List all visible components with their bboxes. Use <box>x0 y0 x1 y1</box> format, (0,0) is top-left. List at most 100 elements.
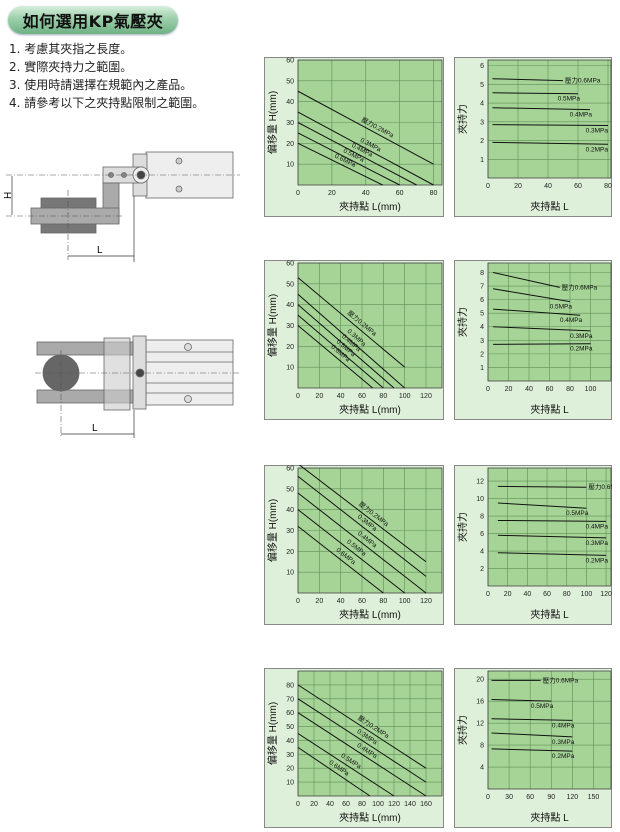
plot-area <box>298 671 442 796</box>
x-tick-label: 40 <box>337 598 345 605</box>
y-axis-label: 偏移量 H(mm) <box>266 499 279 562</box>
series-line <box>297 712 427 797</box>
series-line <box>297 142 383 186</box>
x-tick-label: 80 <box>566 386 574 393</box>
series-line <box>297 746 371 797</box>
x-axis-label: 夾持點 L(mm) <box>339 811 401 824</box>
series-line <box>491 732 573 738</box>
y-tick-label: 60 <box>286 58 294 65</box>
series-line <box>493 326 591 332</box>
series-label: 0.2MPa <box>570 346 593 353</box>
series-label: 0.3MPa <box>586 128 609 135</box>
series-line <box>492 141 609 145</box>
series-label: 0.3MPa <box>570 333 593 340</box>
x-tick-label: 0 <box>296 190 300 197</box>
y-axis-label: 夾持力 <box>456 104 469 134</box>
y-tick-label: 2 <box>480 138 484 145</box>
series-line <box>297 475 427 577</box>
y-axis-label: 偏移量 H(mm) <box>266 91 279 154</box>
series-line <box>492 124 609 127</box>
y-axis-label: 夾持力 <box>456 715 469 745</box>
y-tick-label: 20 <box>286 549 294 556</box>
series-line <box>492 78 564 82</box>
x-tick-label: 160 <box>420 801 432 808</box>
y-tick-label: 4 <box>480 324 484 331</box>
plot-area <box>488 468 611 586</box>
y-tick-label: 40 <box>286 99 294 106</box>
series-label: 0.5MPa <box>566 510 589 517</box>
y-tick-label: 5 <box>480 311 484 318</box>
x-tick-label: 0 <box>486 386 490 393</box>
series-label: 0.4MPa <box>586 523 609 530</box>
x-tick-label: 60 <box>342 801 350 808</box>
y-tick-label: 20 <box>476 677 484 684</box>
x-tick-label: 60 <box>358 598 366 605</box>
series-line <box>297 509 405 594</box>
x-tick-label: 0 <box>486 183 490 190</box>
y-tick-label: 2 <box>480 351 484 358</box>
x-axis-label: 夾持點 L(mm) <box>339 200 401 213</box>
y-tick-label: 10 <box>286 365 294 372</box>
y-tick-label: 1 <box>480 365 484 372</box>
x-tick-label: 60 <box>396 190 404 197</box>
y-tick-label: 6 <box>480 297 484 304</box>
y-tick-label: 60 <box>286 261 294 268</box>
x-axis-label: 夾持點 L <box>530 811 569 824</box>
y-tick-label: 30 <box>286 120 294 127</box>
x-tick-label: 100 <box>399 393 411 400</box>
series-line <box>297 304 395 389</box>
y-tick-label: 3 <box>480 119 484 126</box>
y-tick-label: 80 <box>286 682 294 689</box>
y-tick-label: 50 <box>286 724 294 731</box>
x-tick-label: 80 <box>358 801 366 808</box>
y-tick-label: 6 <box>480 63 484 70</box>
series-line <box>493 272 560 288</box>
y-tick-label: 30 <box>286 323 294 330</box>
y-tick-label: 5 <box>480 82 484 89</box>
y-tick-label: 10 <box>286 162 294 169</box>
plot-area <box>488 671 611 789</box>
series-line <box>491 748 573 752</box>
dimension-h-label: H <box>3 192 14 199</box>
x-tick-label: 20 <box>310 801 318 808</box>
x-tick-label: 20 <box>514 183 522 190</box>
y-tick-label: 3 <box>480 338 484 345</box>
x-tick-label: 100 <box>399 598 411 605</box>
y-tick-label: 10 <box>286 780 294 787</box>
series-line <box>297 733 395 797</box>
series-line <box>491 718 573 721</box>
series-line <box>493 343 591 345</box>
plot-border <box>297 467 443 594</box>
x-tick-label: 120 <box>420 598 432 605</box>
series-line <box>297 463 427 563</box>
x-tick-label: 60 <box>543 591 551 598</box>
series-label: 0.3MPa <box>552 739 575 746</box>
y-tick-label: 40 <box>286 302 294 309</box>
x-tick-label: 80 <box>430 190 438 197</box>
x-tick-label: 40 <box>362 190 370 197</box>
series-line <box>497 502 587 509</box>
series-line <box>297 111 434 186</box>
series-line <box>297 314 384 389</box>
series-line <box>297 90 434 165</box>
y-axis-label: 偏移量 H(mm) <box>266 294 279 357</box>
gripper-top-view-diagram: L <box>35 335 240 438</box>
y-tick-label: 10 <box>476 496 484 503</box>
x-tick-label: 150 <box>588 794 600 801</box>
x-tick-label: 100 <box>585 386 597 393</box>
plot-border <box>487 262 612 382</box>
y-tick-label: 50 <box>286 486 294 493</box>
step-item: 3. 使用時請選擇在規範內之產品。 <box>9 78 193 92</box>
y-tick-label: 40 <box>286 507 294 514</box>
x-axis-label: 夾持點 L <box>530 200 569 213</box>
page-title: 如何選用KP氣壓夾 <box>8 6 178 34</box>
x-tick-label: 40 <box>326 801 334 808</box>
y-tick-label: 20 <box>286 766 294 773</box>
x-tick-label: 80 <box>604 183 612 190</box>
